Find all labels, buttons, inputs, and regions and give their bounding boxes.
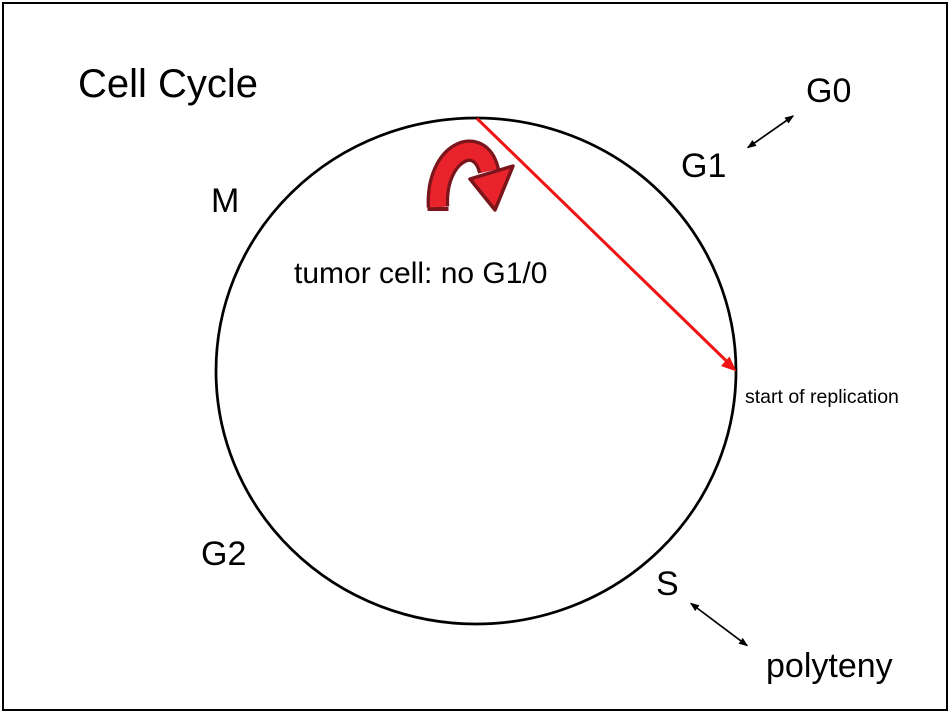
polyteny-label: polyteny <box>766 647 893 685</box>
g1-g0-exchange-arrow-icon <box>746 115 795 149</box>
page-title: Cell Cycle <box>78 62 259 106</box>
start-of-replication-label: start of replication <box>745 386 899 408</box>
no-g1-shortcut-arrow <box>475 117 737 372</box>
phase-label-m: M <box>211 182 240 220</box>
phase-label-g0: G0 <box>806 72 852 110</box>
phase-label-g1: G1 <box>681 147 727 185</box>
cell-cycle-circle <box>214 116 738 626</box>
arched-arrowhead-icon <box>468 164 515 212</box>
shortcut-line <box>475 117 732 366</box>
phase-label-s: S <box>656 565 679 603</box>
cycle-direction-arrow-icon <box>426 139 515 212</box>
tumor-note-label: tumor cell: no G1/0 <box>294 257 548 290</box>
shortcut-arrowhead-icon <box>721 356 737 372</box>
arched-arrow-body <box>429 142 497 208</box>
phase-label-g2: G2 <box>201 535 247 573</box>
s-polyteny-exchange-arrow-icon <box>689 602 749 647</box>
